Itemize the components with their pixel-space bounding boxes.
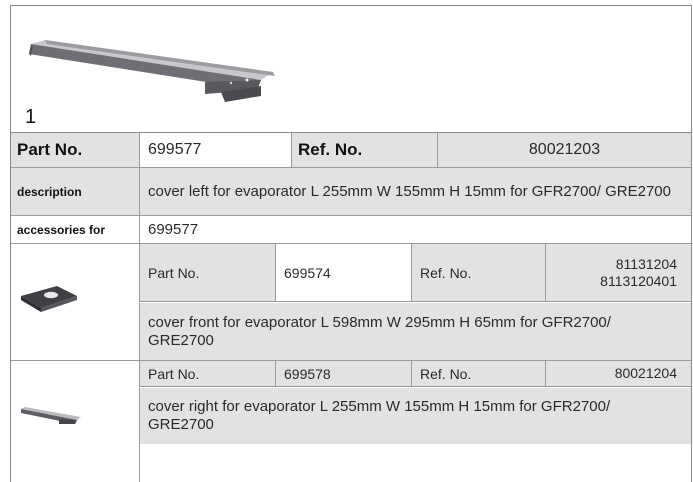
evaporator-right-cover-image: [21, 407, 81, 424]
accessory-part-no-value: 699574: [275, 244, 411, 302]
figure-number: 1: [25, 106, 37, 128]
accessory-description: cover right for evaporator L 255mm W 155…: [139, 388, 691, 444]
accessory-ref-no-line: 8113120401: [600, 272, 677, 289]
part-image-panel: 1: [11, 6, 691, 133]
accessories-row: accessories for 699577: [11, 216, 691, 244]
part-no-label: Part No.: [11, 133, 139, 167]
accessory-ref-no-label: Ref. No.: [411, 244, 545, 302]
description-row: description cover left for evaporator L …: [11, 168, 691, 216]
description-text: cover left for evaporator L 255mm W 155m…: [139, 168, 691, 215]
accessory-description: cover front for evaporator L 598mm W 295…: [139, 303, 691, 360]
accessory-thumbnail-cell: [11, 361, 139, 482]
column-divider: [139, 444, 140, 482]
accessory-part-no-value: 699578: [275, 361, 411, 387]
accessory-item: Part No. 699574 Ref. No. 81131204 811312…: [11, 244, 691, 361]
part-no-value: 699577: [139, 133, 291, 167]
accessory-ref-no-label: Ref. No.: [411, 361, 545, 387]
evaporator-left-cover-image: [29, 40, 275, 102]
accessory-ref-no-line: 81131204: [615, 255, 677, 272]
evaporator-front-cover-image: [21, 286, 77, 312]
accessory-item: Part No. 699578 Ref. No. 80021204 cover …: [11, 361, 691, 482]
accessory-thumbnail-cell: [11, 244, 139, 360]
ref-no-value: 80021203: [437, 133, 691, 167]
parts-sheet: 1 Part No. 699577 Ref. No. 80021203 desc…: [10, 5, 692, 482]
description-label: description: [11, 168, 139, 215]
accessories-label: accessories for: [17, 222, 106, 237]
accessory-ref-no-value: 80021204: [545, 361, 691, 387]
accessories-value: 699577: [139, 216, 691, 243]
accessory-ref-no-value: 81131204 8113120401: [545, 244, 691, 302]
accessory-part-no-label: Part No.: [139, 244, 275, 302]
accessory-part-no-label: Part No.: [139, 361, 275, 387]
part-header-row: Part No. 699577 Ref. No. 80021203: [11, 133, 691, 168]
ref-no-label: Ref. No.: [291, 133, 437, 167]
